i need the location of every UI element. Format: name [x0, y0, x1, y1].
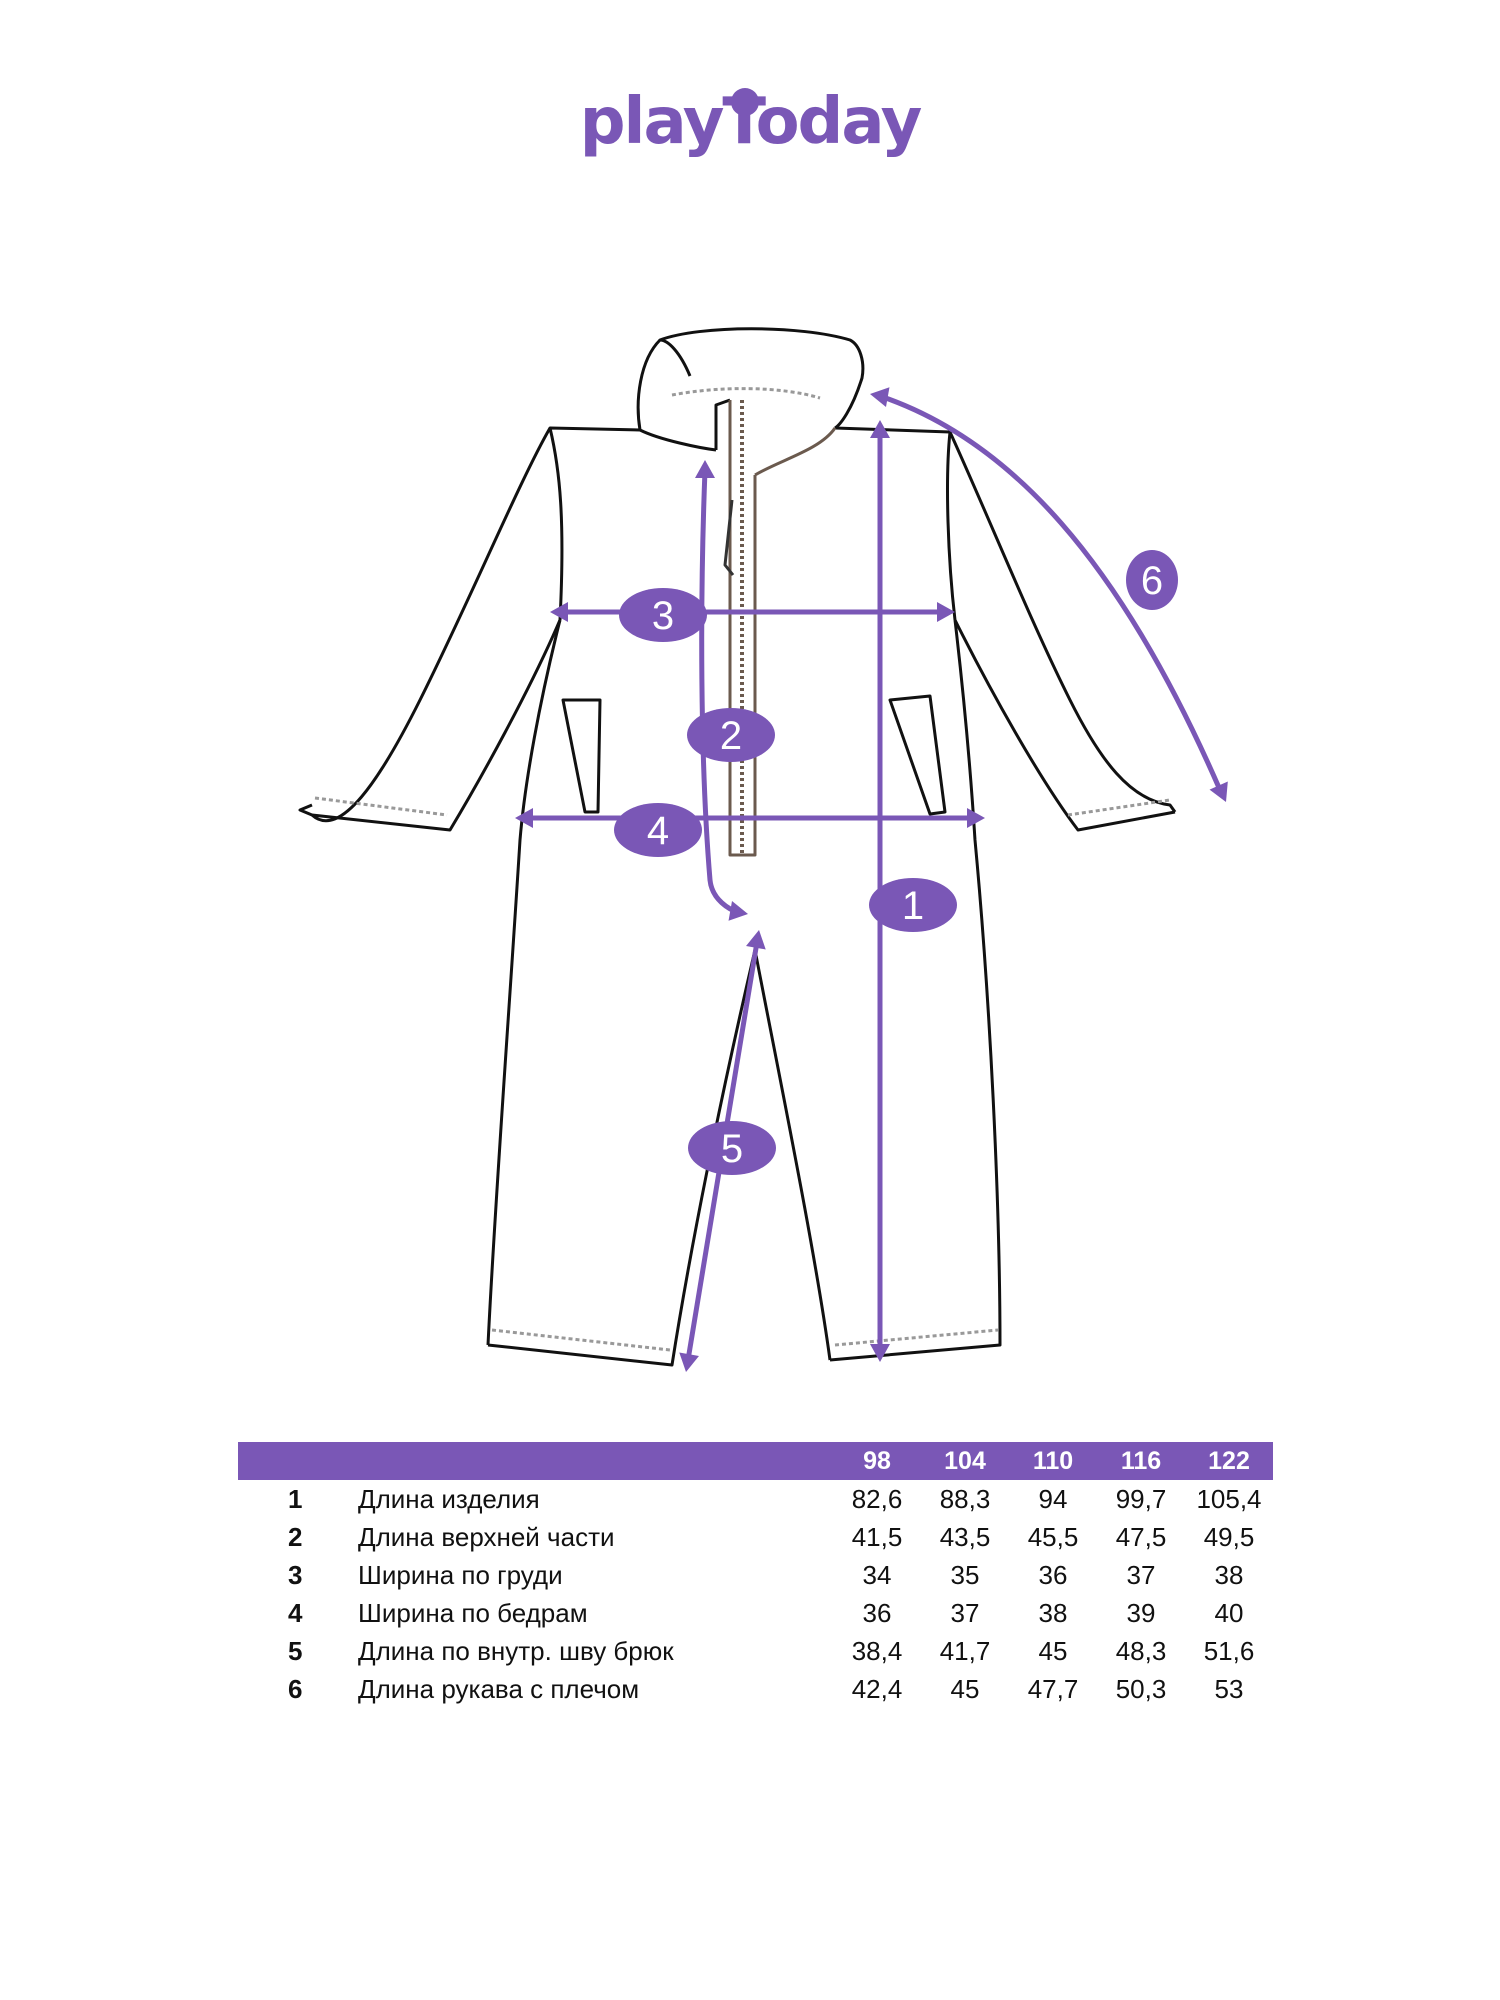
header-size-104: 104 — [944, 1446, 986, 1475]
measurement-value: 49,5 — [1203, 1521, 1255, 1552]
marker-3: 3 — [619, 588, 707, 642]
row-number: 5 — [288, 1635, 303, 1666]
measurement-value: 37 — [950, 1597, 980, 1628]
measurement-value: 45,5 — [1027, 1521, 1079, 1552]
measurement-name: Ширина по бедрам — [358, 1597, 588, 1628]
measurement-name: Длина изделия — [358, 1483, 540, 1514]
measurement-value: 38 — [1038, 1597, 1068, 1628]
measurement-value: 99,7 — [1115, 1483, 1167, 1514]
measurement-markers: 1 2 3 4 5 6 — [614, 550, 1178, 1175]
arrow-1-head-top — [870, 420, 890, 438]
measurement-value: 34 — [862, 1559, 892, 1590]
measurement-value: 35 — [950, 1559, 980, 1590]
row-number: 3 — [288, 1559, 303, 1590]
arrow-2-head-bottom — [728, 901, 748, 921]
header-size-98: 98 — [863, 1446, 891, 1475]
marker-label: 1 — [902, 884, 924, 928]
marker-label: 5 — [721, 1127, 743, 1171]
measurement-value: 42,4 — [851, 1673, 903, 1704]
marker-1: 1 — [869, 878, 957, 932]
measurement-value: 51,6 — [1203, 1635, 1255, 1666]
arrow-2-line — [699, 469, 739, 915]
arrow-5-head-bottom — [679, 1352, 699, 1372]
measurement-value: 47,5 — [1115, 1521, 1167, 1552]
measurement-value: 53 — [1214, 1673, 1244, 1704]
arrow-6-line — [879, 393, 1223, 791]
table-row: 2 Длина верхней части 41,5 43,5 45,5 47,5 49,5 — [238, 1518, 1273, 1556]
garment-outline — [298, 327, 1177, 1367]
measurement-value: 47,7 — [1027, 1673, 1079, 1704]
measurement-value: 94 — [1038, 1483, 1068, 1514]
header-blank-cell — [358, 1442, 833, 1480]
logo-dot — [731, 88, 759, 116]
measurement-value: 38,4 — [851, 1635, 903, 1666]
marker-badge — [688, 1121, 776, 1175]
measurement-value: 41,5 — [851, 1521, 903, 1552]
measurement-value: 36 — [1038, 1559, 1068, 1590]
measurement-value: 45 — [1038, 1635, 1068, 1666]
arrow-3-head-left — [550, 602, 568, 622]
measurement-name: Ширина по груди — [358, 1559, 563, 1590]
marker-badge — [619, 588, 707, 642]
hem-stitching — [314, 387, 1171, 1352]
arrow-6-head-bottom — [1209, 781, 1228, 802]
table-row: 1 Длина изделия 82,6 88,3 94 99,7 105,4 — [238, 1480, 1273, 1518]
measurement-value: 40 — [1214, 1597, 1244, 1628]
measurement-value: 82,6 — [851, 1483, 903, 1514]
arrow-4-head-right — [967, 808, 985, 828]
row-number: 2 — [288, 1521, 303, 1552]
marker-label: 3 — [652, 594, 674, 638]
arrow-2-head-top — [695, 460, 715, 478]
measurement-value: 43,5 — [939, 1521, 991, 1552]
marker-badge — [687, 708, 775, 762]
measurement-value: 105,4 — [1196, 1483, 1262, 1514]
table-row: 3 Ширина по груди 34 35 36 37 38 — [238, 1556, 1273, 1594]
arrow-4-head-left — [515, 808, 533, 828]
table-row: 4 Ширина по бедрам 36 37 38 39 40 — [238, 1594, 1273, 1632]
measurement-arrows — [515, 387, 1228, 1372]
measurement-value: 50,3 — [1115, 1673, 1167, 1704]
marker-6: 6 — [1126, 550, 1178, 610]
row-number: 4 — [288, 1597, 303, 1628]
arrow-1-head-bottom — [870, 1344, 890, 1362]
row-number: 1 — [288, 1483, 303, 1514]
table-header-row: 98 104 110 116 122 — [238, 1442, 1273, 1480]
measurement-value: 38 — [1214, 1559, 1244, 1590]
measurement-value: 36 — [862, 1597, 892, 1628]
header-size-110: 110 — [1032, 1446, 1074, 1475]
marker-badge — [1126, 550, 1178, 610]
measurement-value: 48,3 — [1115, 1635, 1167, 1666]
marker-badge — [869, 878, 957, 932]
arrow-6-head-top — [870, 387, 890, 407]
measurement-value: 41,7 — [939, 1635, 991, 1666]
measurement-name: Длина рукава с плечом — [358, 1673, 640, 1704]
marker-4: 4 — [614, 803, 702, 857]
jumpsuit-diagram: 1 2 3 4 5 6 — [298, 327, 1228, 1372]
marker-label: 2 — [720, 714, 742, 758]
measurement-value: 88,3 — [939, 1483, 991, 1514]
marker-2: 2 — [687, 708, 775, 762]
measurement-name: Длина по внутр. шву брюк — [358, 1635, 674, 1666]
table-row: 6 Длина рукава с плечом 42,4 45 47,7 50,3 53 — [238, 1670, 1273, 1708]
marker-label: 4 — [647, 809, 669, 853]
header-size-116: 116 — [1120, 1446, 1162, 1475]
marker-badge — [614, 803, 702, 857]
header-size-122: 122 — [1208, 1446, 1250, 1475]
measurement-value: 37 — [1126, 1559, 1156, 1590]
marker-5: 5 — [688, 1121, 776, 1175]
marker-label: 6 — [1141, 559, 1163, 603]
header-blank-cell — [238, 1442, 358, 1480]
arrow-3-head-right — [937, 602, 955, 622]
measurement-value: 45 — [950, 1673, 980, 1704]
measurement-value: 39 — [1126, 1597, 1156, 1628]
arrow-5-head-top — [746, 930, 766, 950]
measurement-name: Длина верхней части — [358, 1521, 615, 1552]
table-row: 5 Длина по внутр. шву брюк 38,4 41,7 45 48,3 5… — [238, 1632, 1273, 1670]
row-number: 6 — [288, 1673, 303, 1704]
